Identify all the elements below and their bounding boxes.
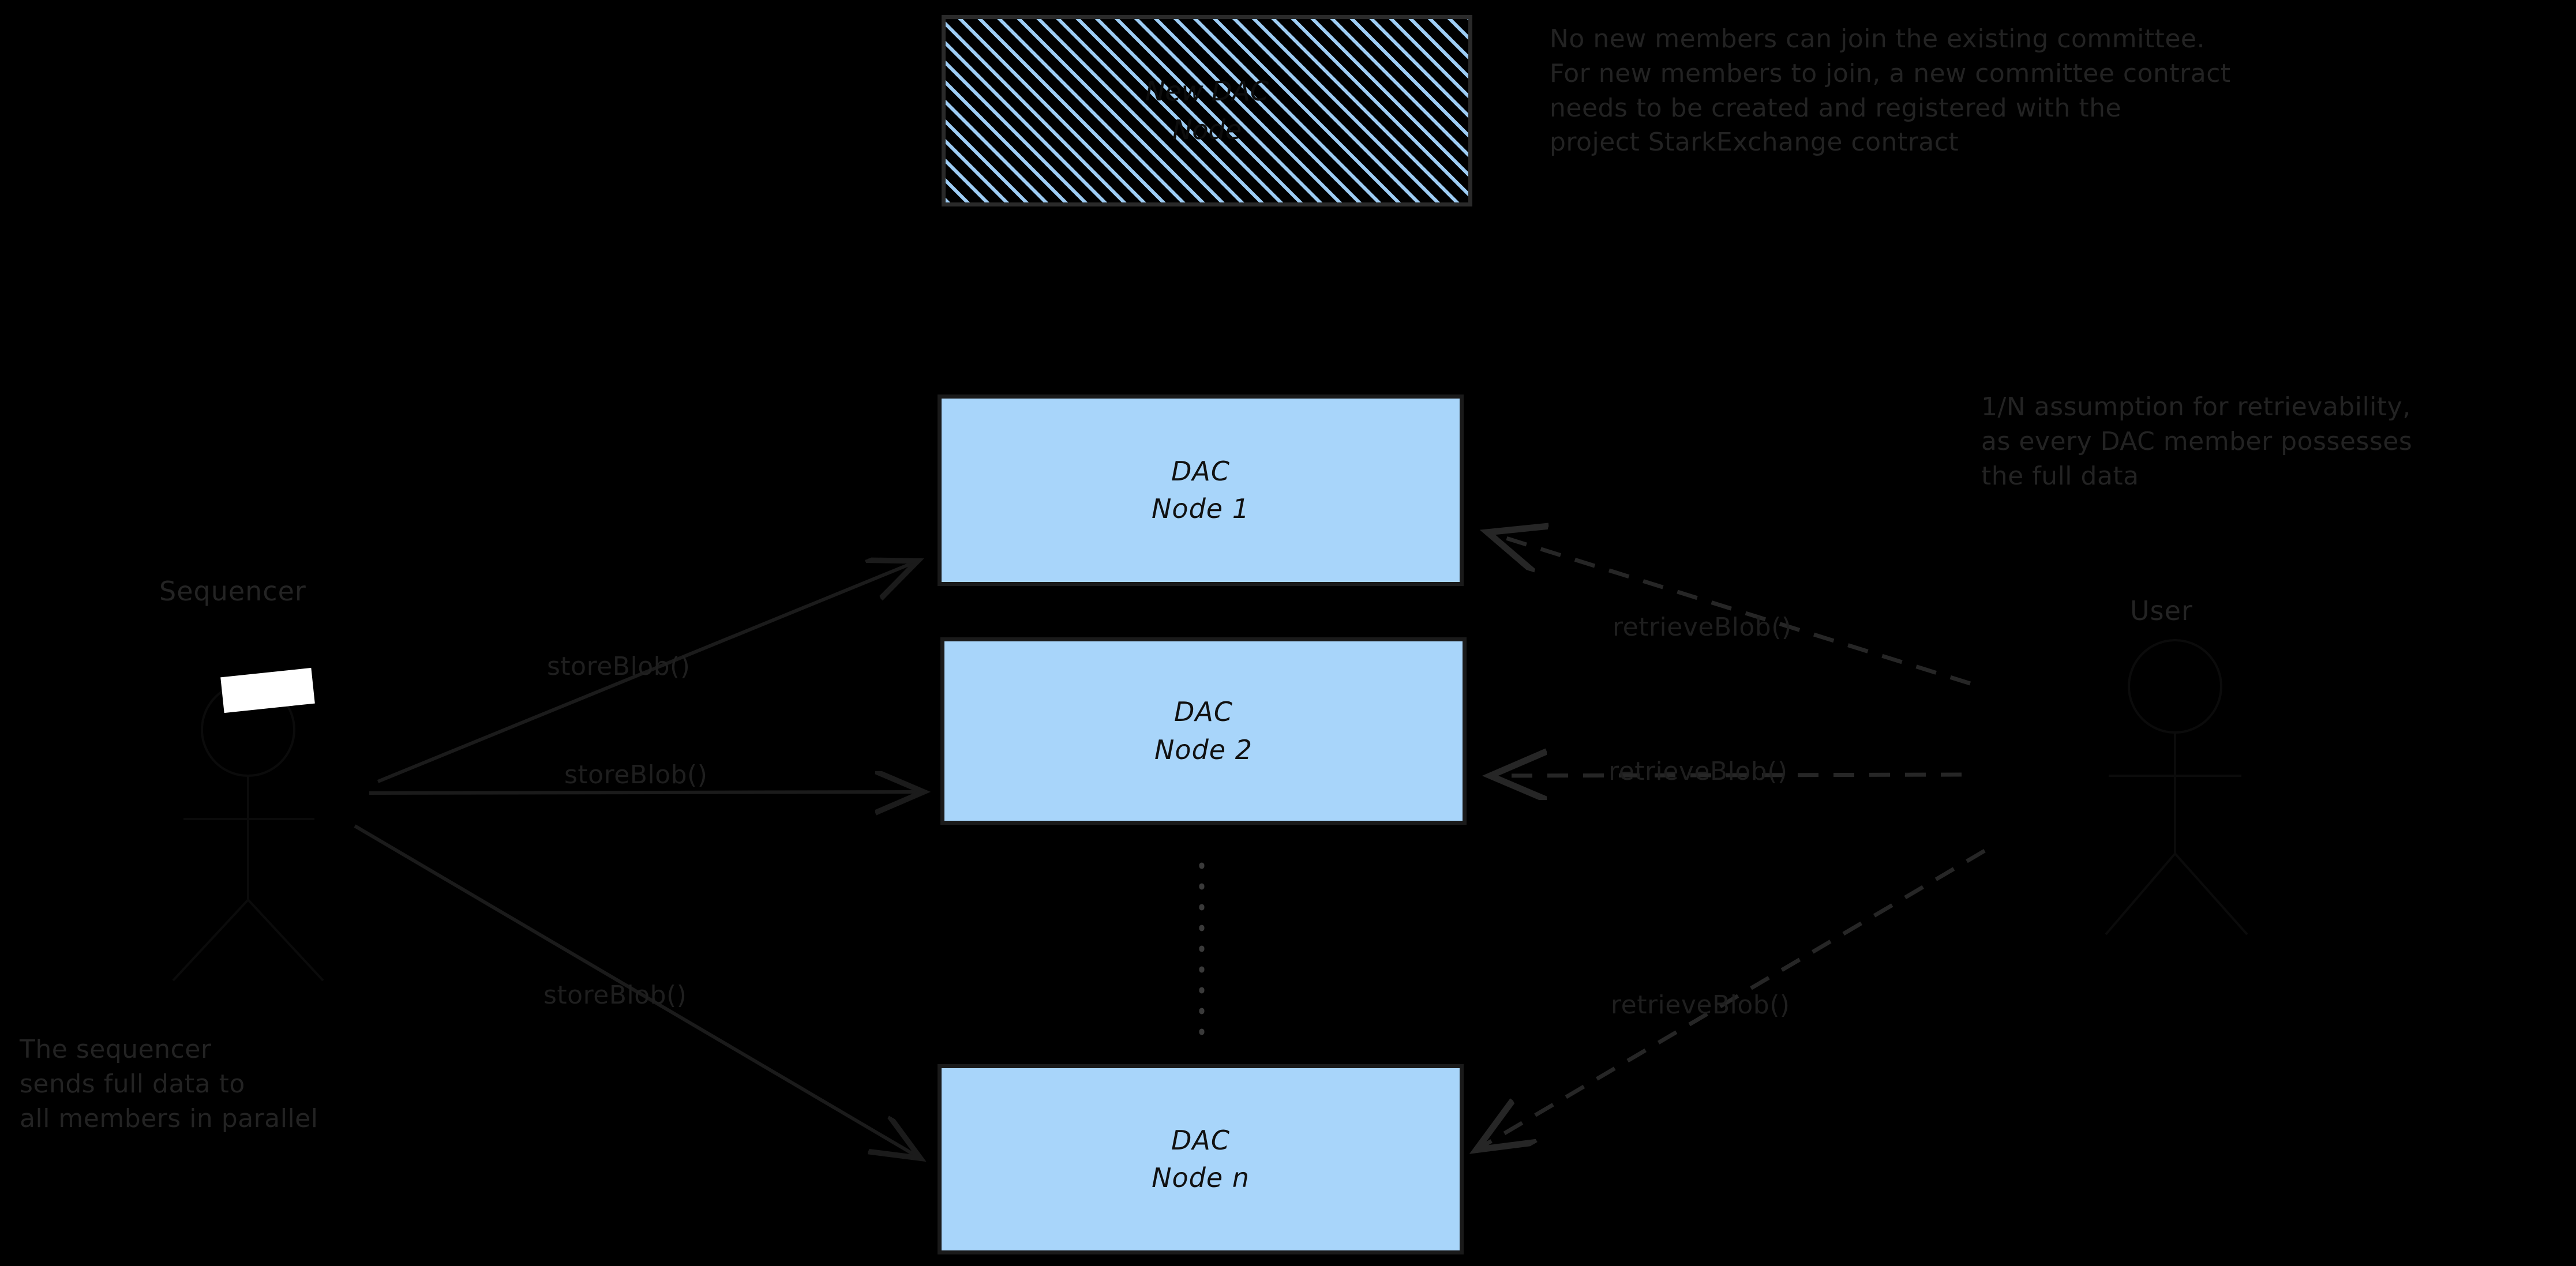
dac-node-1-box[interactable]: DAC Node 1 [938,395,1464,586]
dac-node-n-line1: DAC [1171,1124,1230,1156]
arrow-retrieve-node2 [1494,775,1962,776]
arrow-store-node1 [377,562,914,783]
annotation-right: 1/N assumption for retrievability, as ev… [1981,392,2413,491]
sequencer-label: Sequencer [159,576,306,607]
dac-node-1-line1: DAC [1171,455,1230,487]
arrow-retrieve-noden [1480,848,1986,1148]
dac-node-2-box[interactable]: DAC Node 2 [940,637,1467,825]
user-stick-figure [2105,639,2248,936]
user-label: User [2130,595,2193,626]
arrow-store-node2 [369,792,920,793]
edge-label-retrieve-3: retrieveBlob() [1611,990,1790,1020]
edge-label-store-2: storeBlob() [564,760,708,790]
new-dac-node-line2: Node [1172,114,1242,145]
annotation-bottom-left: The sequencer sends full data to all mem… [20,1035,318,1133]
new-dac-node-line1: New DAC [1145,76,1269,107]
new-dac-node-box[interactable]: New DAC Node [942,15,1472,206]
annotation-top-right: No new members can join the existing com… [1550,24,2231,157]
dac-node-1-line2: Node 1 [1152,493,1250,524]
edge-label-retrieve-2: retrieveBlob() [1608,757,1788,786]
dac-node-n-box[interactable]: DAC Node n [938,1064,1464,1254]
dac-node-n-line2: Node n [1152,1162,1250,1193]
sequencer-stick-figure [172,682,324,982]
dac-node-2-line1: DAC [1173,696,1233,728]
edge-label-retrieve-1: retrieveBlob() [1613,613,1792,642]
dac-node-2-line2: Node 2 [1154,734,1253,765]
arrow-retrieve-node1 [1491,534,1971,686]
edge-label-store-1: storeBlob() [547,652,691,681]
edge-label-store-3: storeBlob() [543,981,687,1010]
arrow-store-noden [354,824,917,1156]
